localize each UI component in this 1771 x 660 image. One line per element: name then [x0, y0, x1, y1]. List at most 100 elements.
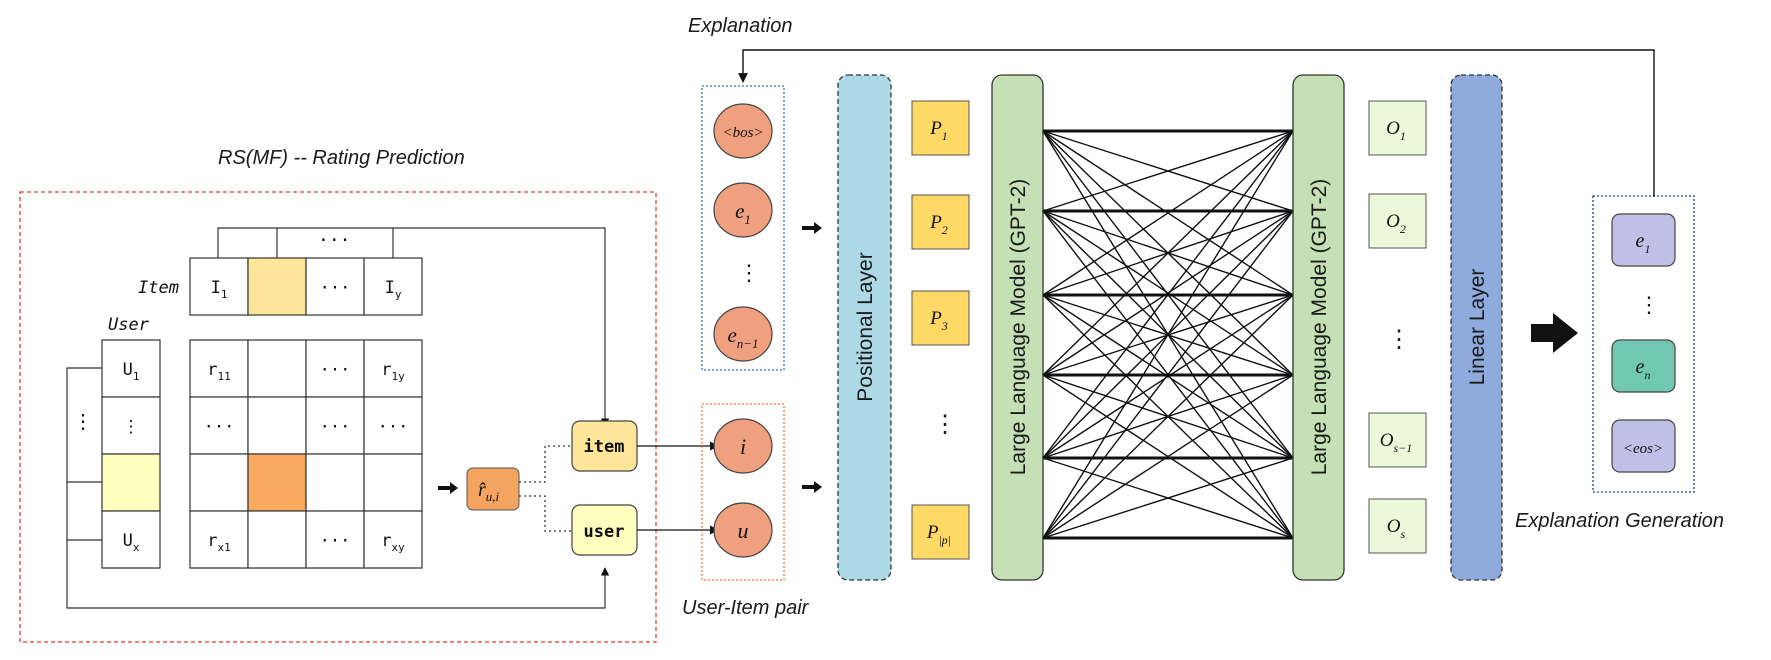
- generated-token-box: [1611, 339, 1676, 393]
- rating-matrix: [189, 339, 423, 569]
- positional-token-label: P2: [929, 212, 948, 237]
- user-cell-text: Ux: [123, 531, 140, 554]
- output-token-box: [1368, 412, 1427, 468]
- matrix-cell: [189, 453, 249, 512]
- matrix-cell-text: ···: [204, 417, 235, 437]
- item-header-text: Iy: [385, 278, 402, 301]
- connection-line: [1042, 130, 1294, 212]
- matrix-cell-text: r11: [207, 360, 231, 383]
- connection-line: [1042, 210, 1294, 376]
- connection-line: [1042, 130, 1294, 376]
- connection-line: [1042, 130, 1294, 539]
- pair-token-label: u: [738, 518, 749, 543]
- positional-layer: [837, 74, 892, 581]
- llm-left-block: [991, 74, 1044, 581]
- prompt-token-circle: [713, 103, 773, 159]
- user-cell-text: U1: [123, 360, 140, 383]
- output-token-box: [1368, 193, 1427, 249]
- output-token-label: Os−1: [1380, 430, 1413, 455]
- transformer-connections: [1042, 129, 1294, 540]
- user-bracket-dots: ⋮: [73, 409, 93, 433]
- user-feedback-arrow: [66, 367, 610, 609]
- matrix-cell: [189, 396, 249, 455]
- matrix-cell-text: ···: [320, 417, 351, 437]
- positional-token-label: P|p|: [926, 522, 951, 547]
- item-axis-label: Item: [138, 278, 179, 298]
- pair-to-positional-arrow: [802, 481, 822, 493]
- user-cell-highlight: [101, 453, 161, 512]
- matrix-cell: [363, 510, 423, 569]
- connection-line: [1042, 294, 1294, 539]
- output-token-label: O1: [1386, 118, 1406, 143]
- positional-token-label: P3: [929, 308, 948, 333]
- matrix-cell: [363, 453, 423, 512]
- explanation-generation-panel: [1592, 195, 1695, 493]
- matrix-cell-text: ···: [320, 531, 351, 551]
- linear-layer-label: Linear Layer: [1466, 269, 1489, 386]
- generated-token-label: <eos>: [1623, 441, 1663, 457]
- output-dots: ⋮: [1387, 326, 1411, 353]
- rs-title: RS(MF) -- Rating Prediction: [218, 147, 465, 169]
- output-token-box: [1368, 100, 1427, 156]
- explanation-feedback-arrow: [738, 49, 1655, 197]
- matrix-cell: [305, 453, 365, 512]
- item-header-row: [189, 257, 423, 316]
- prompt-token-label: en−1: [727, 323, 758, 351]
- positional-token-label: P1: [929, 118, 948, 143]
- matrix-cell-text: ···: [320, 360, 351, 380]
- rating-to-user-connector: [519, 495, 572, 532]
- item-header-text: ···: [320, 278, 351, 298]
- to-rating-arrow-head: [450, 482, 458, 494]
- prompt-token-circle: [713, 182, 773, 238]
- matrix-cell: [247, 453, 307, 512]
- generated-token-label: e1: [1636, 230, 1651, 256]
- matrix-cell: [247, 510, 307, 569]
- llm-left-label: Large Language Model (GPT-2): [1007, 179, 1030, 476]
- prompt-token-circle: [713, 306, 773, 362]
- user-item-pair-title: User-Item pair: [682, 597, 810, 619]
- user-cell-2: [101, 396, 161, 455]
- explanation-title: Explanation: [688, 15, 793, 37]
- prompt-token-label: e1: [735, 199, 751, 227]
- pair-token-list: iu: [713, 418, 773, 558]
- connection-line: [1042, 210, 1294, 539]
- user-item-pair-panel: [701, 403, 785, 581]
- matrix-cell: [363, 396, 423, 455]
- connection-line: [1042, 374, 1294, 539]
- positional-token-box: [911, 100, 970, 156]
- matrix-cell-text: r1y: [381, 360, 405, 383]
- matrix-cell: [247, 339, 307, 398]
- matrix-cell: [247, 396, 307, 455]
- user-column: [101, 339, 161, 569]
- connection-line: [1042, 130, 1294, 296]
- user-cell-text: ⋮: [123, 417, 140, 437]
- user-cell-4: [101, 510, 161, 569]
- generated-token-box: [1611, 213, 1676, 267]
- prompt-dots: ⋮: [738, 260, 760, 285]
- matrix-cell-text: rx1: [207, 531, 231, 554]
- generated-token-box: [1611, 419, 1676, 473]
- prompt-token-label: <bos>: [722, 125, 763, 141]
- bracket-dots: ···: [318, 230, 351, 251]
- pair-token-label: i: [740, 434, 746, 459]
- matrix-cell: [189, 339, 249, 398]
- to-generation-arrow: [1531, 313, 1578, 353]
- connection-line: [1042, 457, 1294, 539]
- explanation-generation-title: Explanation Generation: [1515, 510, 1724, 532]
- output-token-label: Os: [1387, 516, 1406, 541]
- connection-line: [1042, 294, 1294, 459]
- item-header-cell-highlight: [247, 257, 307, 316]
- positional-dots: ⋮: [933, 411, 957, 438]
- llm-right-block: [1292, 74, 1345, 581]
- pair-token-circle: [713, 502, 773, 558]
- prompt-token-list: <bos> e1 en−1: [713, 103, 773, 362]
- user-node-label: user: [584, 522, 625, 542]
- item-node-label: item: [584, 437, 625, 457]
- item-header-cell-1: [189, 257, 249, 316]
- matrix-cell: [305, 396, 365, 455]
- positional-token-box: [911, 194, 970, 250]
